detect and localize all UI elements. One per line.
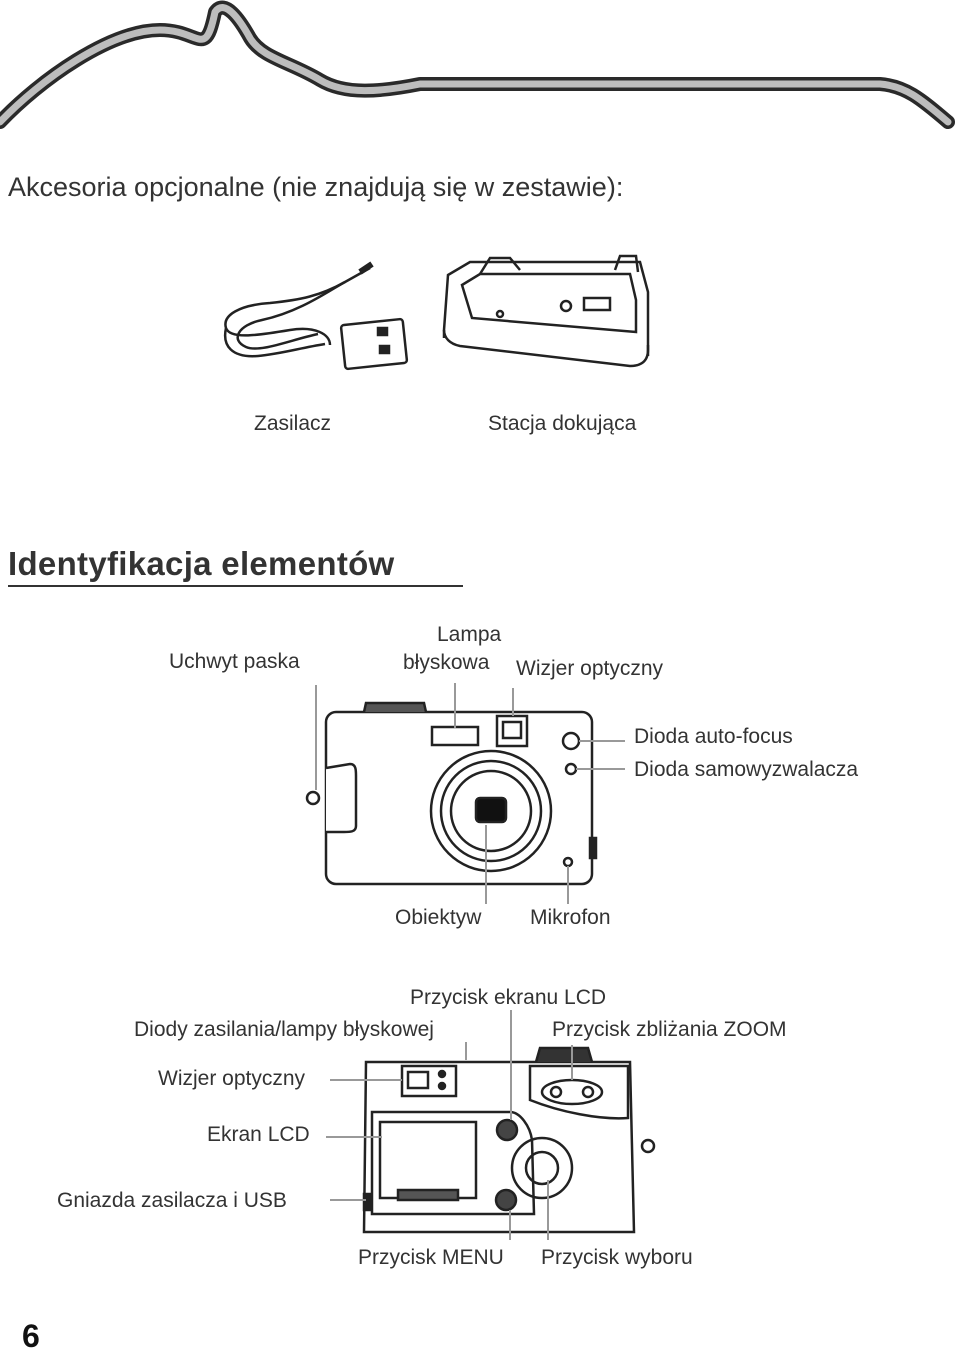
zoom-button-label: Przycisk zbliżania ZOOM (552, 1018, 787, 1041)
ports-label: Gniazda zasilacza i USB (57, 1189, 287, 1212)
viewfinder-front-label: Wizjer optyczny (516, 657, 664, 680)
lens-label: Obiektyw (395, 906, 482, 929)
lcd-button-label: Przycisk ekranu LCD (410, 986, 607, 1009)
menu-button (494, 1188, 518, 1212)
accessories-illustration (223, 254, 650, 371)
timer-led-label: Dioda samowyzwalacza (634, 758, 859, 781)
lcd-screen-label: Ekran LCD (207, 1123, 310, 1146)
adapter-label: Zasilacz (254, 412, 332, 435)
accessories-heading: Akcesoria opcjonalne (nie znajdują się w… (8, 172, 624, 202)
heading-underline (8, 585, 463, 587)
select-button-label: Przycisk wyboru (541, 1246, 693, 1269)
page-number: 6 (22, 1318, 40, 1354)
flash-label-line1: Lampa (437, 623, 502, 646)
lcd-screen (378, 1120, 478, 1200)
strap-holder-label: Uchwyt paska (169, 650, 300, 673)
select-pad (510, 1136, 574, 1200)
adapter-icon (223, 261, 409, 371)
header-swoosh (0, 0, 955, 129)
flash-label-line2: błyskowa (403, 651, 490, 674)
mic-label: Mikrofon (530, 906, 611, 929)
power-flash-leds-label: Diody zasilania/lampy błyskowej (134, 1018, 434, 1041)
docking-station-label: Stacja dokująca (488, 412, 637, 435)
identification-heading: Identyfikacja elementów (8, 545, 395, 582)
menu-button-label: Przycisk MENU (358, 1246, 504, 1269)
docking-station-icon (442, 254, 650, 368)
lens-outer (429, 749, 553, 873)
camera-front-illustration (305, 683, 625, 904)
lcd-button (495, 1118, 519, 1142)
af-led-label: Dioda auto-focus (634, 725, 793, 748)
strap-lug (305, 790, 321, 806)
viewfinder-back-label: Wizjer optyczny (158, 1067, 306, 1090)
